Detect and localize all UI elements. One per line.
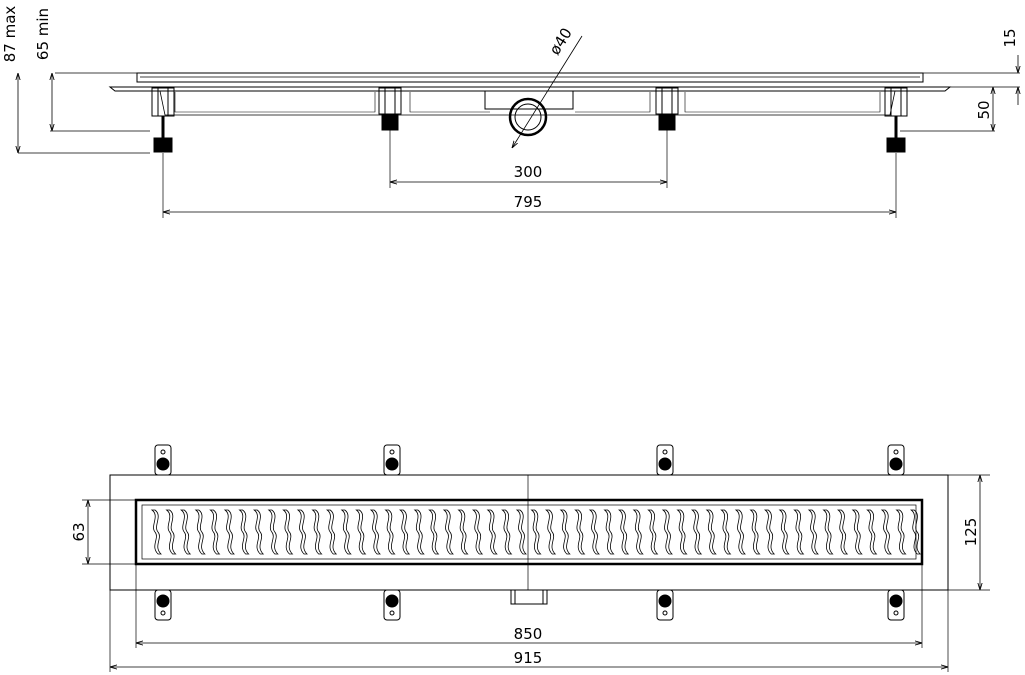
side-leg (378, 87, 402, 131)
grate-slot (282, 509, 294, 555)
dim-label-63: 63 (70, 522, 88, 541)
grate-slot (691, 509, 703, 555)
grate-slot (895, 509, 907, 555)
dim-label-50: 50 (975, 100, 993, 119)
grate-slot (618, 509, 630, 555)
grate-slot (296, 509, 308, 555)
grate-slot (661, 509, 673, 555)
grate-slot (588, 509, 600, 555)
grate-slot (238, 509, 250, 555)
grate-slot (545, 509, 557, 555)
top-grate (134, 498, 924, 566)
grate-slot (355, 509, 367, 555)
side-leg (151, 87, 175, 153)
grate-slot (472, 509, 484, 555)
grate-slot (705, 509, 717, 555)
mounting-bracket (383, 589, 401, 621)
grate-slot (267, 509, 279, 555)
grate-slot (209, 509, 221, 555)
grate-slot (647, 509, 659, 555)
grate-slot (734, 509, 746, 555)
side-leg (884, 87, 908, 153)
grate-slot (632, 509, 644, 555)
mounting-bracket (383, 444, 401, 476)
side-channel (130, 90, 930, 116)
side-drain-pipe (508, 97, 548, 137)
dim-label-87: 87 max (1, 6, 19, 63)
dim-label-65: 65 min (34, 8, 52, 60)
grate-slot (676, 509, 688, 555)
grate-slot (384, 509, 396, 555)
grate-slot (559, 509, 571, 555)
grate-slot (413, 509, 425, 555)
mounting-bracket (887, 444, 905, 476)
grate-slot (165, 509, 177, 555)
grate-slot (764, 509, 776, 555)
top-body (109, 474, 949, 591)
grate-slot (851, 509, 863, 555)
grate-slot (457, 509, 469, 555)
grate-slot (574, 509, 586, 555)
dim-label-300: 300 (514, 163, 543, 181)
grate-slot (501, 509, 513, 555)
dim-label-795: 795 (514, 193, 543, 211)
dim-label-850: 850 (514, 625, 543, 643)
grate-slot (194, 509, 206, 555)
grate-slot (369, 509, 381, 555)
grate-slot (150, 509, 162, 555)
mounting-bracket (887, 589, 905, 621)
grate-slot (428, 509, 440, 555)
grate-slot (793, 509, 805, 555)
grate-slot (778, 509, 790, 555)
grate-slot (822, 509, 834, 555)
side-outlet-box (484, 90, 574, 110)
top-view (82, 444, 990, 672)
mounting-bracket (656, 444, 674, 476)
grate-slot (910, 509, 922, 555)
grate-slot (807, 509, 819, 555)
grate-slot (837, 509, 849, 555)
grate-slot (720, 509, 732, 555)
grate-slot (442, 509, 454, 555)
grate-slot (180, 509, 192, 555)
grate-slot (223, 509, 235, 555)
mounting-bracket (656, 589, 674, 621)
dim-label-15: 15 (1001, 28, 1019, 47)
dim-line-diameter (512, 35, 583, 148)
grate-slot (866, 509, 878, 555)
grate-slot (340, 509, 352, 555)
side-grate (136, 72, 924, 83)
side-flange (108, 86, 952, 92)
grate-slot-pattern (150, 509, 922, 555)
top-outlet (510, 589, 548, 605)
dim-label-915: 915 (514, 649, 543, 667)
grate-slot (880, 509, 892, 555)
mounting-bracket (154, 444, 172, 476)
grate-slot (749, 509, 761, 555)
grate-slot (603, 509, 615, 555)
grate-slot (311, 509, 323, 555)
grate-slot (399, 509, 411, 555)
side-leg (655, 87, 679, 131)
grate-slot (486, 509, 498, 555)
dim-label-125: 125 (962, 518, 980, 547)
grate-slot (515, 509, 527, 555)
grate-slot (530, 509, 542, 555)
side-view (18, 72, 1020, 218)
grate-slot (253, 509, 265, 555)
grate-slot (326, 509, 338, 555)
mounting-bracket (154, 589, 172, 621)
